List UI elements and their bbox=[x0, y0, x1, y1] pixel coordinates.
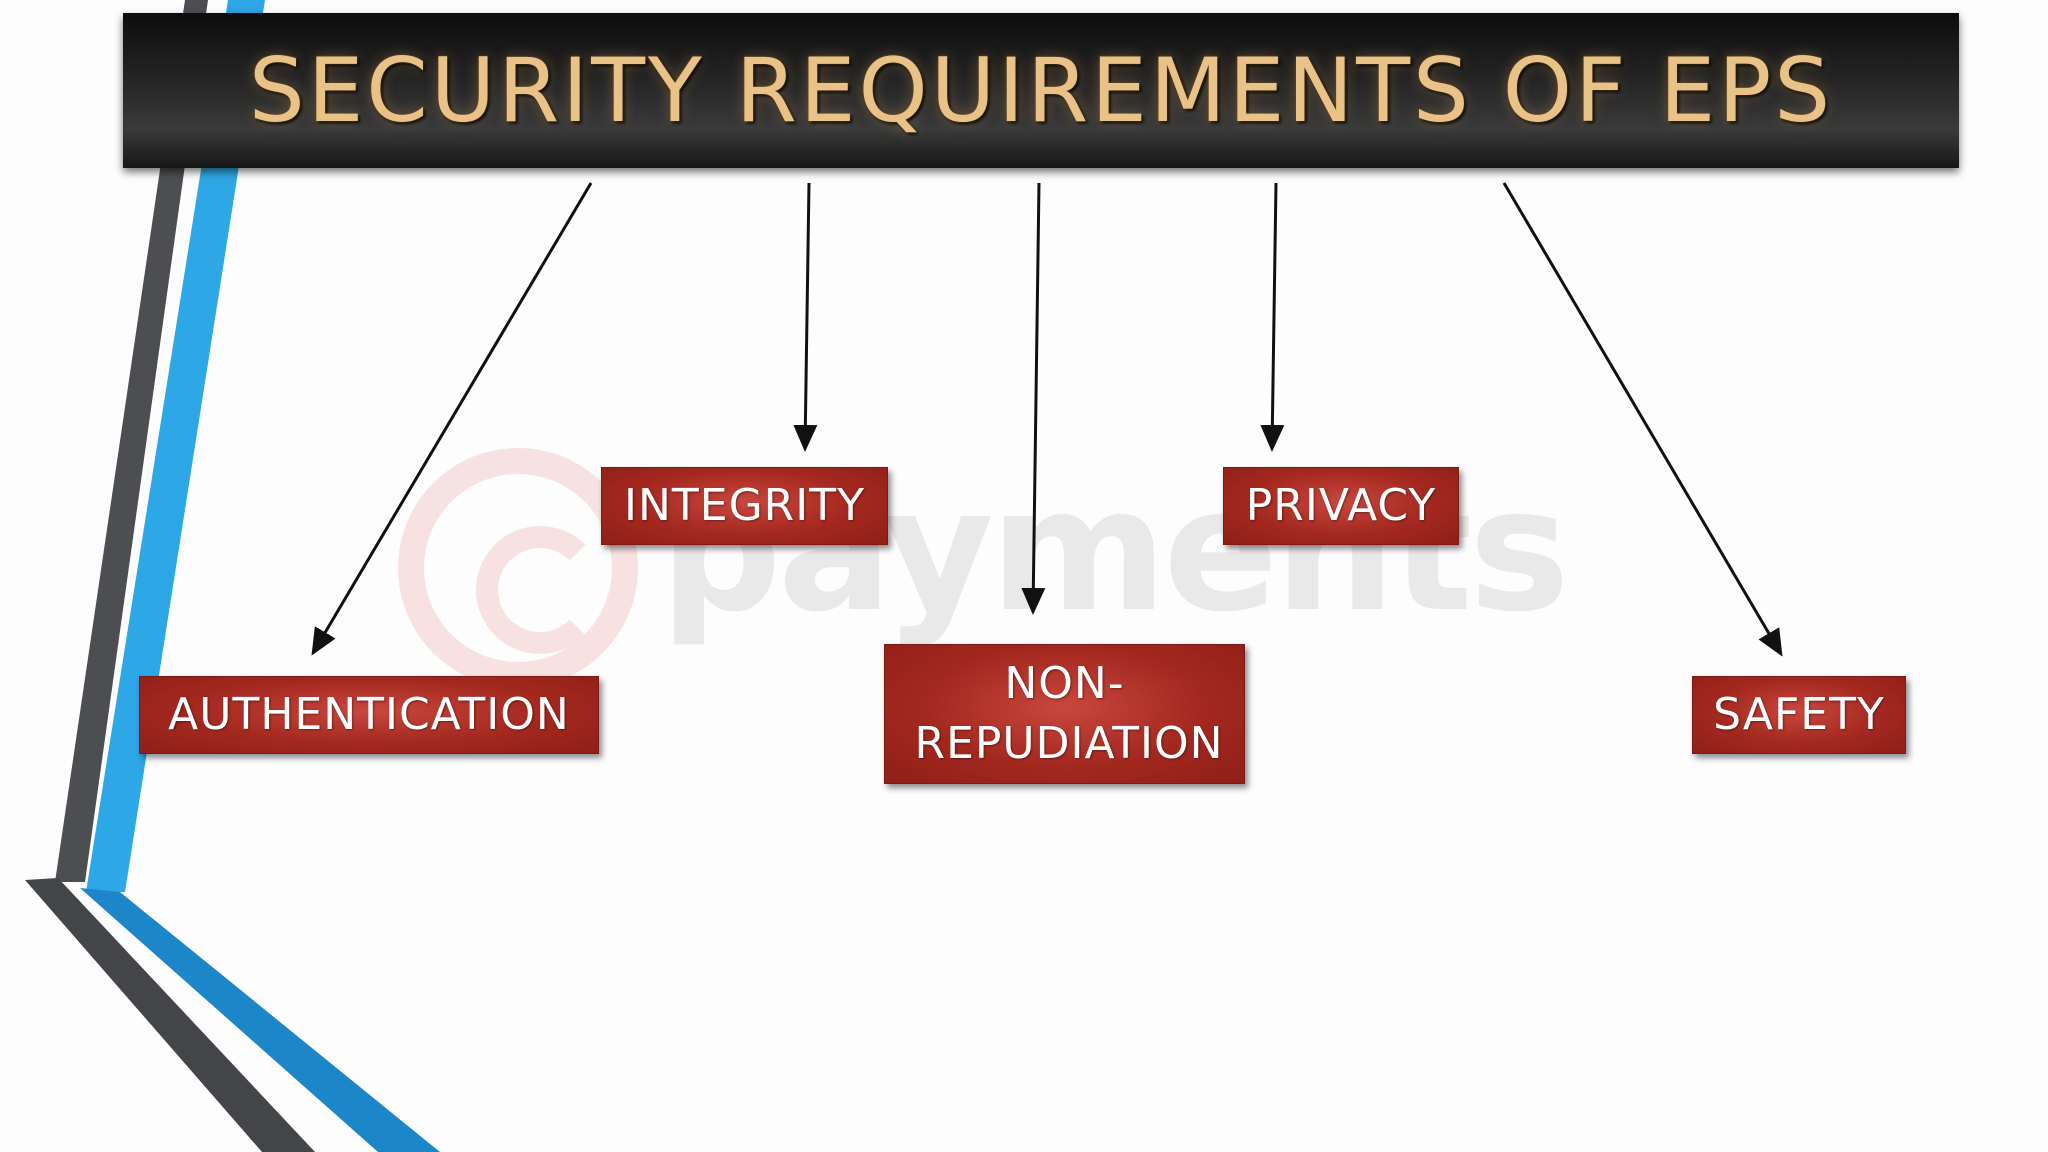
integrity-label: INTEGRITY bbox=[624, 480, 865, 531]
arrow-to-authentication bbox=[311, 182, 593, 656]
integrity-box: INTEGRITY bbox=[601, 467, 888, 545]
gray-stripe-upper bbox=[55, 0, 208, 882]
arrow-to-safety bbox=[1502, 182, 1783, 657]
gray-stripe-lower bbox=[25, 878, 315, 1152]
blue-stripe-upper bbox=[86, 0, 265, 892]
privacy-label: PRIVACY bbox=[1245, 480, 1437, 531]
title-banner: SECURITY REQUIREMENTS OF EPS bbox=[123, 13, 1959, 168]
arrow-to-integrity bbox=[793, 182, 818, 452]
blue-stripe-lower bbox=[80, 888, 440, 1152]
safety-label: SAFETY bbox=[1713, 689, 1885, 740]
privacy-box: PRIVACY bbox=[1223, 467, 1459, 545]
authentication-label: AUTHENTICATION bbox=[168, 689, 570, 740]
safety-box: SAFETY bbox=[1692, 676, 1906, 754]
arrow-to-non-repudiation bbox=[1021, 182, 1046, 615]
non-repudiation-label: NON-REPUDIATION bbox=[914, 658, 1224, 769]
non-repudiation-box: NON-REPUDIATION bbox=[884, 644, 1245, 784]
slide-title: SECURITY REQUIREMENTS OF EPS bbox=[248, 39, 1834, 142]
arrow-to-privacy bbox=[1260, 182, 1285, 452]
authentication-box: AUTHENTICATION bbox=[139, 676, 599, 754]
